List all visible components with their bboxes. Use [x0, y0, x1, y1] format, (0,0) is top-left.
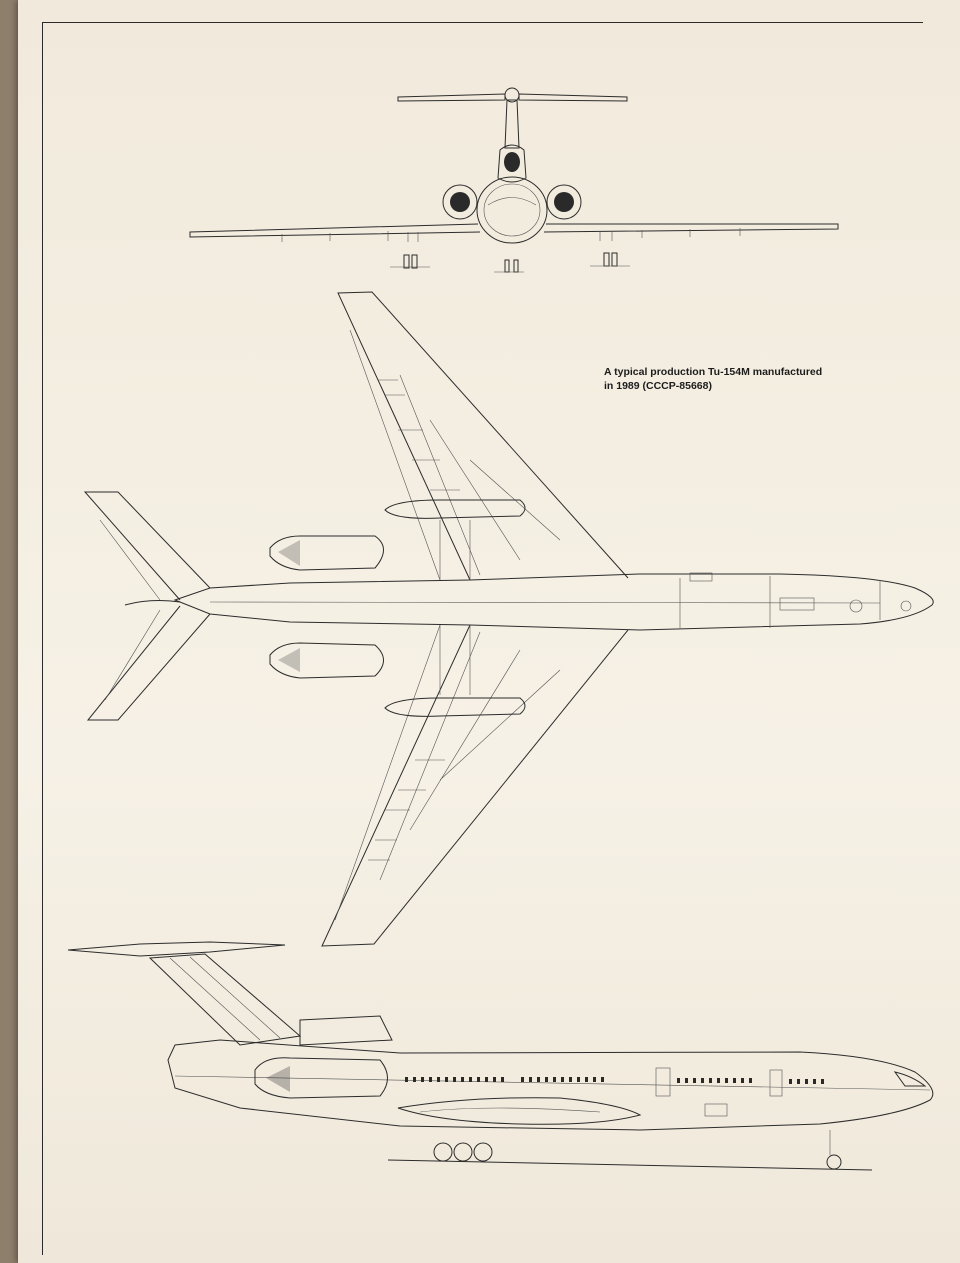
front-view — [189, 87, 839, 273]
page-frame — [42, 22, 923, 1255]
drawing-caption: A typical production Tu-154M manufacture… — [604, 366, 823, 392]
top-view — [83, 291, 934, 947]
side-view — [67, 941, 934, 1171]
